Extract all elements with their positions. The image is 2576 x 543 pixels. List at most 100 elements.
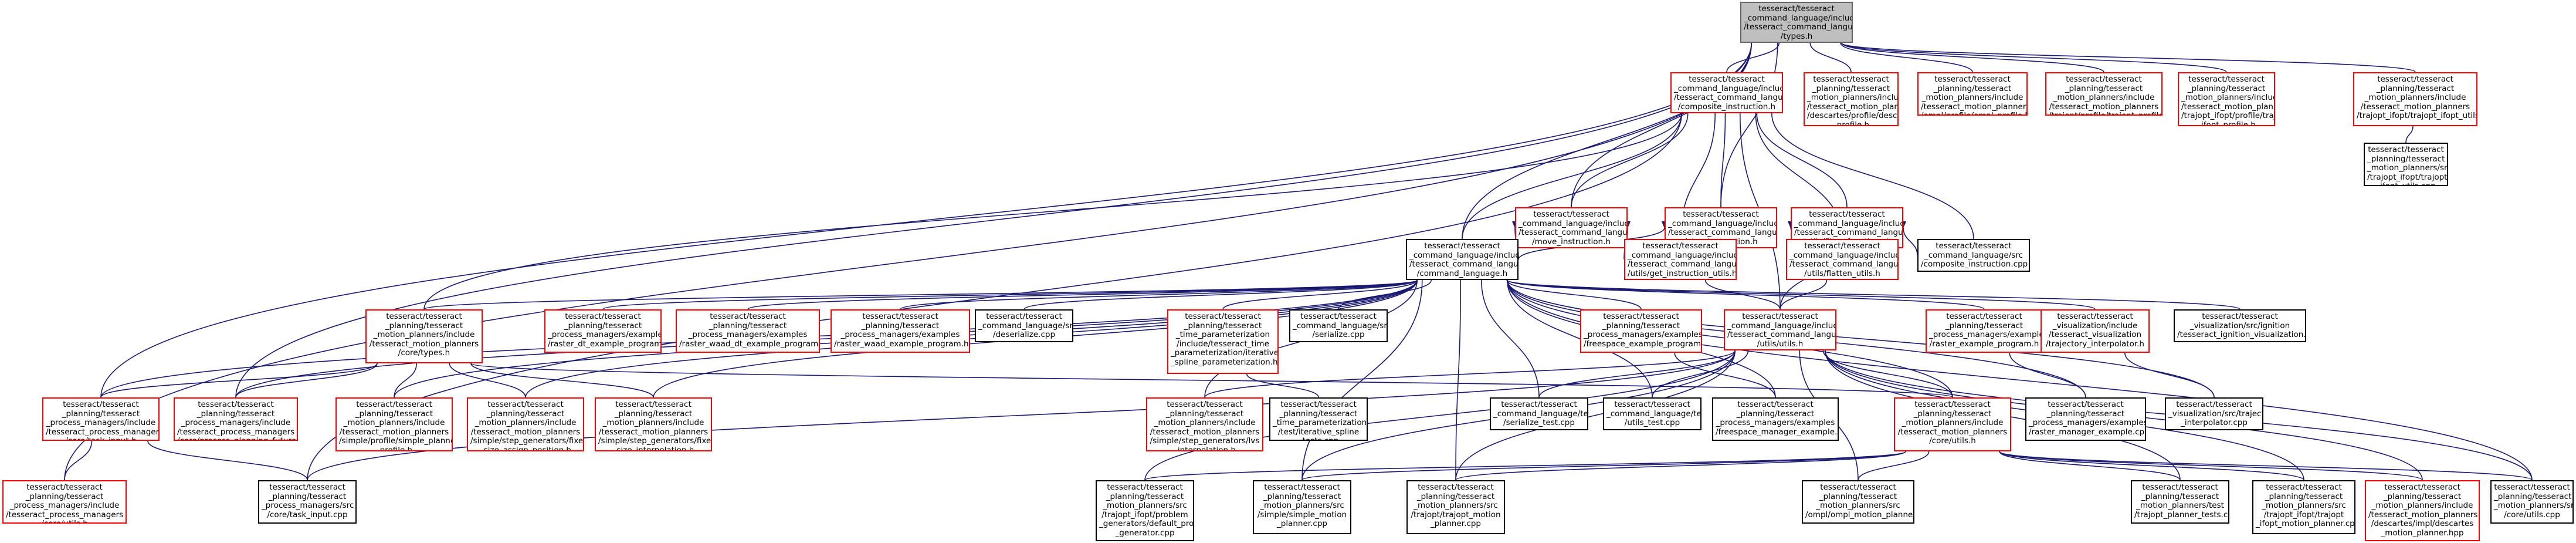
edge-simple-motion-planner-cpp-to-core-utils-h [1301,444,1909,481]
edge-trajectory-interpolator-cpp-to-command-language-h [1504,273,2215,398]
edge-plan-instruction-h-to-types-h [1720,36,1781,208]
edge-raster-example-program-h-to-command-language-h [1504,273,1985,310]
node-default-problem-generator-cpp[interactable]: tesseract/tesseract _planning/tesseract … [1096,480,1194,541]
edge-trajopt-motion-planner-cpp-to-core-utils-h [1455,444,1909,481]
node-trajopt-planner-tests-cpp[interactable]: tesseract/tesseract _planning/tesseract … [2131,480,2229,524]
edge-move-instruction-h-to-composite-instruction-h [1571,106,1691,208]
node-process-planning-future-h[interactable]: tesseract/tesseract _planning/tesseract … [174,397,298,441]
node-trajopt-ifopt-utils-h[interactable]: tesseract/tesseract _planning/tesseract … [2353,72,2477,126]
edge-freespace-manager-example-cpp-to-freespace-example-program-h [1672,346,1776,398]
edge-ompl-profile-h-to-types-h [1837,36,1973,73]
edge-trajopt-planner-tests-cpp-to-core-utils-h [1996,444,2181,481]
edge-ignition-visualization-cpp-to-command-language-h [1504,273,2241,310]
edge-trajectory-interpolator-h-to-command-language-h [1504,273,2096,310]
node-command-language-h[interactable]: tesseract/tesseract _command_language/in… [1406,239,1519,280]
node-task-input-cpp[interactable]: tesseract/tesseract _planning/tesseract … [258,480,357,524]
node-trajectory-interpolator-cpp[interactable]: tesseract/tesseract _visualization/src/t… [2165,397,2263,430]
node-composite-instruction-h[interactable]: tesseract/tesseract _command_language/in… [1670,72,1783,113]
edge-trajopt-profile-h-to-types-h [1838,36,2104,73]
node-core-types-h[interactable]: tesseract/tesseract _planning/tesseract … [365,309,483,363]
edge-filter-functions-h-to-composite-instruction-h [1754,106,1848,208]
node-deserialize-cpp[interactable]: tesseract/tesseract _command_language/sr… [975,309,1073,342]
edge-process-planning-future-h-to-core-types-h [235,356,381,398]
edge-trajopt-ifopt-utils-cpp-to-trajopt-ifopt-utils-h [2405,119,2416,143]
node-utils-h[interactable]: tesseract/tesseract _command_language/in… [1724,309,1836,350]
edge-serialize-test-cpp-to-utils-h [1538,343,1738,398]
edge-lvs-interpolation-h-to-utils-h [1204,343,1738,398]
edge-command-language-h-to-composite-instruction-h [1462,106,1685,240]
node-pm-core-utils-h[interactable]: tesseract/tesseract _planning/tesseract … [2,480,127,524]
dependency-edges [64,36,2533,481]
edge-default-problem-generator-cpp-to-core-utils-h [1144,444,1909,481]
edge-descartes-motion-planner-hpp-to-core-utils-h [1996,444,2423,481]
edge-core-types-h-to-command-language-h [423,273,1421,310]
edge-raster-waad-dt-example-program-h-to-command-language-h [747,273,1421,310]
edge-task-input-cpp-to-task-input-h [144,434,308,481]
edge-composite-instruction-h-to-types-h [1726,36,1782,73]
edge-iterative-spline-parameterization-h-to-command-language-h [1222,273,1421,310]
node-core-utils-h[interactable]: tesseract/tesseract _planning/tesseract … [1894,397,2011,451]
edge-pm-core-utils-h-to-task-input-h [64,434,95,481]
node-fixed-size-assign-position-h[interactable]: tesseract/tesseract _planning/tesseract … [467,397,584,451]
node-task-input-h[interactable]: tesseract/tesseract _planning/tesseract … [42,397,160,441]
edge-trajopt-ifopt-profile-h-to-types-h [1838,36,2227,73]
node-lvs-interpolation-h[interactable]: tesseract/tesseract _planning/tesseract … [1146,397,1263,451]
edge-fixed-size-assign-position-h-to-command-language-h [525,273,1421,398]
node-core-utils-cpp[interactable]: tesseract/tesseract _planning/tesseract … [2490,480,2574,524]
node-ompl-profile-h[interactable]: tesseract/tesseract _planning/tesseract … [1917,72,2028,116]
node-raster-example-program-h[interactable]: tesseract/tesseract _planning/tesseract … [1926,309,2043,353]
node-trajopt-motion-planner-cpp[interactable]: tesseract/tesseract _planning/tesseract … [1406,480,1505,534]
edge-deserialize-cpp-to-command-language-h [1023,273,1421,310]
node-descartes-motion-planner-hpp[interactable]: tesseract/tesseract _planning/tesseract … [2365,480,2480,541]
node-serialize-test-cpp[interactable]: tesseract/tesseract _command_language/te… [1490,397,1588,430]
edge-core-utils-cpp-to-command-language-h [1504,273,2533,481]
node-move-instruction-h[interactable]: tesseract/tesseract _command_language/in… [1515,207,1628,248]
node-serialize-cpp[interactable]: tesseract/tesseract _command_language/sr… [1289,309,1388,342]
node-descartes-profile-h[interactable]: tesseract/tesseract _planning/tesseract … [1804,72,1899,126]
edge-core-utils-cpp-to-core-utils-h [1996,444,2533,481]
node-composite-instruction-cpp[interactable]: tesseract/tesseract _command_language/sr… [1917,239,2030,272]
edge-raster-dt-example-program-h-to-command-language-h [602,273,1421,310]
edge-simple-planner-profile-h-to-core-types-h [394,356,420,398]
edge-task-input-h-to-core-types-h [100,356,381,398]
edge-trajopt-motion-planner-cpp-to-utils-h [1455,343,1738,481]
node-simple-motion-planner-cpp[interactable]: tesseract/tesseract _planning/tesseract … [1253,480,1351,534]
node-fixed-size-interpolation-h[interactable]: tesseract/tesseract _planning/tesseract … [595,397,712,451]
node-simple-planner-profile-h[interactable]: tesseract/tesseract _planning/tesseract … [335,397,453,451]
node-ompl-motion-planner-cpp[interactable]: tesseract/tesseract _planning/tesseract … [1802,480,1914,524]
node-trajopt-ifopt-profile-h[interactable]: tesseract/tesseract _planning/tesseract … [2178,72,2275,126]
edge-descartes-profile-h-to-types-h [1807,36,1852,73]
node-ignition-visualization-cpp[interactable]: tesseract/tesseract _visualization/src/i… [2174,309,2306,342]
node-utils-test-cpp[interactable]: tesseract/tesseract _command_language/te… [1603,397,1701,430]
edge-default-problem-generator-cpp-to-utils-h [1144,343,1738,481]
edge-trajopt-ifopt-motion-planner-cpp-to-core-utils-h [1996,444,2304,481]
node-freespace-example-program-h[interactable]: tesseract/tesseract _planning/tesseract … [1580,309,1702,353]
node-freespace-manager-example-cpp[interactable]: tesseract/tesseract _planning/tesseract … [1712,397,1839,441]
node-raster-waad-dt-example-program-h[interactable]: tesseract/tesseract _planning/tesseract … [676,309,820,353]
node-raster-dt-example-program-h[interactable]: tesseract/tesseract _planning/tesseract … [544,309,662,353]
edge-plan-instruction-h-to-composite-instruction-h [1720,106,1728,208]
node-trajectory-interpolator-h[interactable]: tesseract/tesseract _visualization/inclu… [2041,309,2150,353]
node-iterative-spline-tests-cpp[interactable]: tesseract/tesseract _planning/tesseract … [1269,397,1368,441]
edge-utils-test-cpp-to-utils-h [1652,343,1751,398]
node-flatten-utils-h[interactable]: tesseract/tesseract _command_language/in… [1786,239,1899,280]
edge-process-planning-future-h-to-command-language-h [235,273,1421,398]
edge-composite-instruction-cpp-to-composite-instruction-h [1768,106,1974,240]
edge-fixed-size-interpolation-h-to-core-types-h [467,356,654,398]
edge-task-input-h-to-types-h [100,36,1755,398]
node-get-instruction-utils-h[interactable]: tesseract/tesseract _command_language/in… [1624,239,1737,280]
edge-serialize-test-cpp-to-command-language-h [1478,273,1540,398]
node-types-h[interactable]: tesseract/tesseract _command_language/in… [1740,2,1853,43]
node-trajopt-ifopt-motion-planner-cpp[interactable]: tesseract/tesseract _planning/tesseract … [2252,480,2355,534]
node-raster-manager-example-cpp[interactable]: tesseract/tesseract _planning/tesseract … [2025,397,2146,441]
edge-raster-manager-example-cpp-to-raster-example-program-h [2006,346,2086,398]
node-trajopt-profile-h[interactable]: tesseract/tesseract _planning/tesseract … [2045,72,2163,116]
edge-ompl-motion-planner-cpp-to-core-utils-h [1858,444,1932,481]
node-iterative-spline-parameterization-h[interactable]: tesseract/tesseract _planning/tesseract … [1167,309,1279,374]
node-raster-waad-example-program-h[interactable]: tesseract/tesseract _planning/tesseract … [831,309,970,353]
node-trajopt-ifopt-utils-cpp[interactable]: tesseract/tesseract _planning/tesseract … [2364,143,2448,186]
edge-freespace-example-program-h-to-command-language-h [1504,273,1642,310]
edge-process-planning-future-h-to-types-h [235,36,1755,398]
edge-trajectory-interpolator-cpp-to-trajectory-interpolator-h [2121,346,2215,398]
